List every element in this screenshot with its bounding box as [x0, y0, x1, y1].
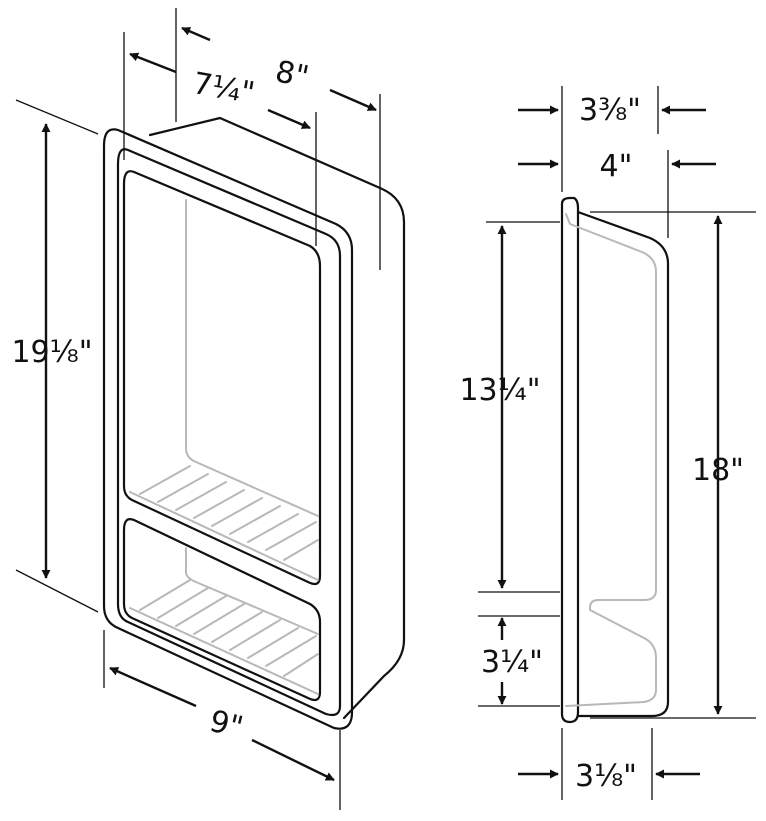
- front-view-interior-lower-back: [185, 547, 319, 635]
- label-side-lower-opening: 3¼": [481, 645, 543, 680]
- dim-arrow-depth-inner-left: [129, 52, 177, 74]
- label-side-depth-inner: 3⅜": [579, 93, 641, 128]
- label-side-overall-height: 18": [692, 453, 744, 488]
- front-view-lower-opening: [122, 518, 322, 702]
- front-view-lower-shelf-ridges: [129, 579, 319, 695]
- side-view-body: [576, 210, 670, 718]
- front-view-back-box: [148, 116, 406, 720]
- dim-arrow-width-left: [109, 666, 197, 708]
- label-front-height: 19⅛": [11, 335, 92, 370]
- label-side-depth-outer: 4": [600, 149, 633, 184]
- front-view: 8" 7¼" 19⅛" 9": [11, 8, 406, 810]
- label-front-depth-outer: 8": [272, 54, 311, 95]
- front-view-extension-lines: [15, 8, 381, 810]
- front-view-interior-back: [185, 199, 319, 517]
- label-side-lower-depth: 3⅛": [575, 759, 637, 794]
- label-front-width: 9": [206, 704, 246, 746]
- front-view-upper-opening: [122, 170, 322, 586]
- front-view-flange-inner: [116, 148, 342, 717]
- side-view-extension-lines: [478, 86, 756, 800]
- side-view-flange: [560, 196, 580, 724]
- side-view: 3⅜" 4" 13¼" 18" 3¼" 3⅛": [459, 86, 756, 800]
- side-view-inner-profile: [565, 213, 657, 707]
- dim-arrow-depth-outer-left: [181, 26, 211, 42]
- front-view-flange-outer: [102, 128, 354, 730]
- dim-arrow-depth-inner-right: [267, 108, 311, 130]
- label-front-depth-inner: 7¼": [190, 66, 257, 111]
- front-view-upper-shelf-ridges: [129, 465, 319, 581]
- dim-arrow-width-right: [251, 738, 335, 782]
- dim-arrow-depth-outer-right: [329, 88, 377, 112]
- label-side-upper-opening: 13¼": [459, 373, 540, 408]
